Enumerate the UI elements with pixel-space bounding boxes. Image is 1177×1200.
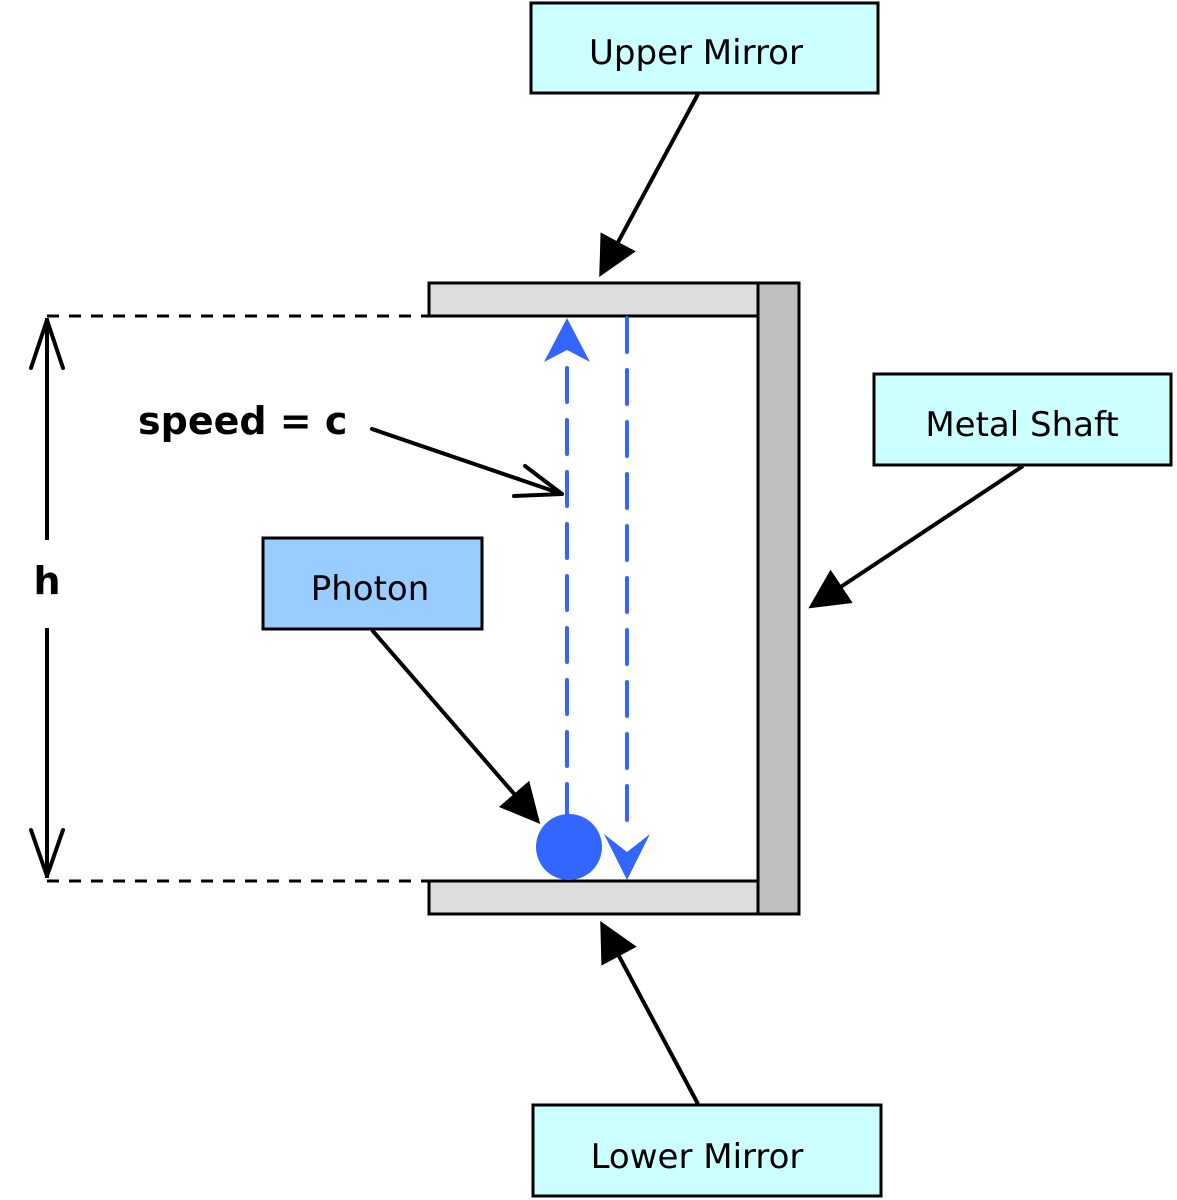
lower-mirror-pointer: [600, 920, 700, 1105]
height-label: h: [33, 559, 60, 603]
metal-shaft-label: Metal Shaft: [925, 405, 1118, 445]
photon-label: Photon: [311, 569, 430, 609]
metal-shaft: [756, 281, 801, 916]
photon-callout: Photon: [261, 536, 484, 631]
upper-mirror-pointer: [599, 93, 700, 278]
upper-mirror-label: Upper Mirror: [589, 33, 803, 73]
lower-mirror: [427, 879, 760, 916]
speed-label: speed = c: [138, 399, 347, 443]
metal-shaft-callout: Metal Shaft: [872, 372, 1173, 467]
photon-pointer: [370, 628, 541, 825]
upper-mirror: [427, 281, 760, 318]
lower-mirror-callout: Lower Mirror: [531, 1103, 883, 1198]
speed-pointer-arrow: [370, 427, 564, 498]
metal-shaft-pointer: [808, 464, 1025, 609]
photon-dot: [536, 814, 602, 880]
downward-path-arrow: [604, 316, 650, 880]
upper-mirror-callout: Upper Mirror: [529, 1, 880, 95]
lower-mirror-label: Lower Mirror: [591, 1137, 804, 1177]
height-dimension-arrow: [29, 318, 65, 878]
upward-path-arrow: [544, 318, 590, 820]
